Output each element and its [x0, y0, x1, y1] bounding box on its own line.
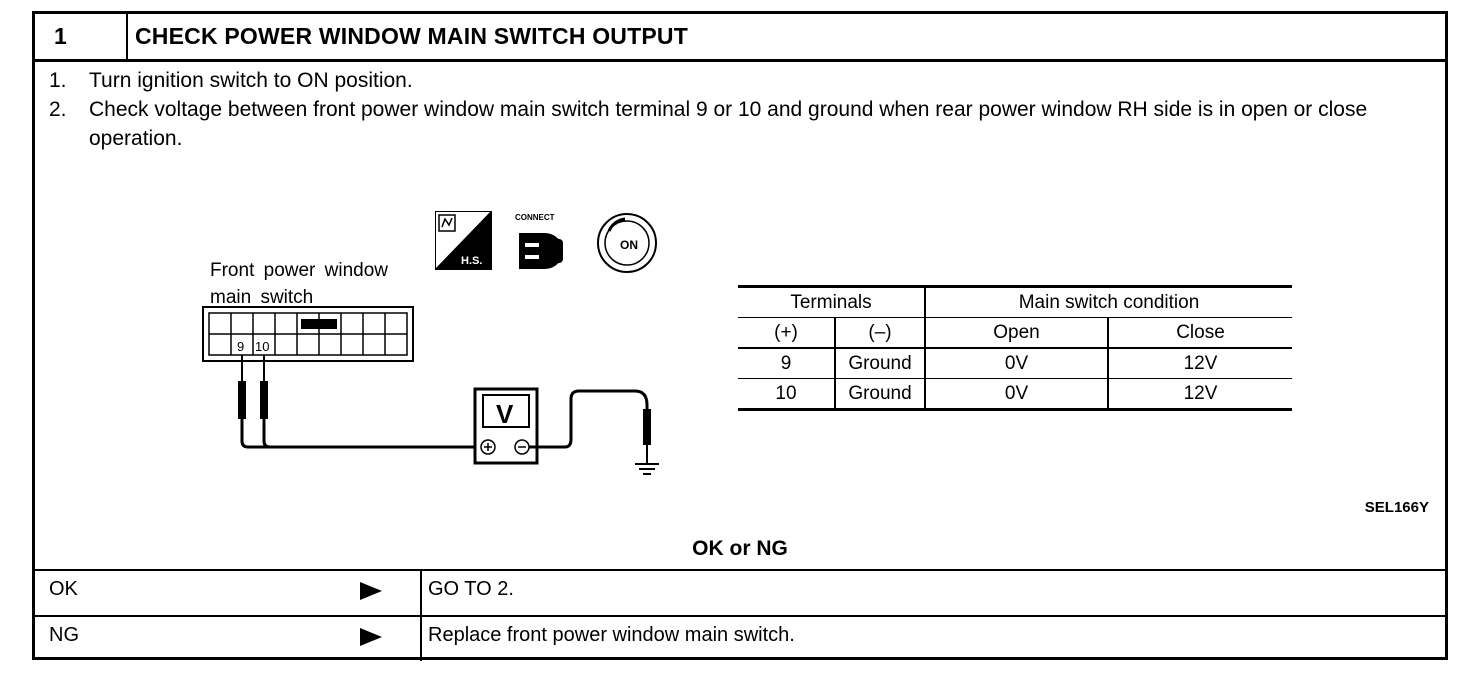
result-ok-action: GO TO 2. [428, 578, 514, 600]
voltmeter: V [473, 387, 539, 465]
connector-diagram: 9 10 [202, 306, 414, 362]
terminal-9-label: 9 [237, 339, 244, 354]
instruction-text: Turn ignition switch to ON position. [89, 69, 413, 92]
row-gap [35, 608, 1445, 615]
result-ok-label: OK [49, 578, 78, 600]
svg-text:ON: ON [620, 238, 638, 252]
table-row: 9 Ground 0V 12V [738, 348, 1292, 379]
cell-close: 12V [1108, 348, 1292, 379]
result-ng-label: NG [49, 624, 79, 646]
result-heading: OK or NG [692, 537, 788, 560]
row-divider [420, 569, 422, 615]
table-header-row: Terminals Main switch condition [738, 286, 1292, 318]
header-condition: Main switch condition [925, 286, 1292, 318]
arrow-right-icon [360, 628, 382, 646]
instruction-number: 2. [49, 98, 67, 121]
procedure-icons: H.S. CONNECT ON [435, 211, 657, 273]
svg-text:CONNECT: CONNECT [515, 213, 555, 222]
cell-plus: 9 [738, 348, 836, 379]
step-number: 1 [35, 14, 128, 59]
figure-code: SEL166Y [1364, 499, 1429, 516]
cell-minus: Ground [835, 378, 926, 410]
switch-label-line1: Front power window [210, 260, 389, 281]
procedure-frame: 1 CHECK POWER WINDOW MAIN SWITCH OUTPUT … [32, 11, 1448, 661]
header-terminals: Terminals [738, 286, 926, 318]
table-row: 10 Ground 0V 12V [738, 378, 1292, 410]
row-divider [420, 615, 422, 661]
row-divider [420, 608, 422, 615]
instruction-item: 2. Check voltage between front power wind… [49, 95, 1439, 153]
subheader-plus: (+) [738, 317, 836, 349]
terminal-table: Terminals Main switch condition (+) (–) … [738, 285, 1292, 411]
step-title: CHECK POWER WINDOW MAIN SWITCH OUTPUT [135, 23, 688, 49]
step-header: 1 CHECK POWER WINDOW MAIN SWITCH OUTPUT [35, 14, 1445, 62]
instruction-text: Check voltage between front power window… [89, 98, 1368, 150]
svg-text:H.S.: H.S. [461, 255, 482, 267]
ground-symbol-icon [635, 463, 659, 475]
ground-lead [529, 389, 651, 464]
terminal-10-label: 10 [255, 339, 269, 354]
connect-icon: CONNECT [515, 213, 563, 269]
instruction-number: 1. [49, 69, 67, 92]
table-subheader-row: (+) (–) Open Close [738, 317, 1292, 349]
instruction-item: 1. Turn ignition switch to ON position. [49, 66, 1439, 95]
circuit-diagram: 9 10 V [202, 306, 659, 475]
meter-letter: V [496, 399, 514, 429]
result-row-ok: OK GO TO 2. [35, 569, 1445, 615]
switch-label: Front power window main switch [210, 257, 388, 311]
hand-scan-icon: H.S. [435, 211, 492, 270]
result-ng-action: Replace front power window main switch. [428, 624, 795, 646]
subheader-minus: (–) [835, 317, 926, 349]
cell-minus: Ground [835, 348, 926, 379]
result-row-ng: NG Replace front power window main switc… [35, 615, 1445, 661]
instruction-list: 1. Turn ignition switch to ON position. 2… [49, 66, 1439, 153]
cell-plus: 10 [738, 378, 836, 410]
cell-close: 12V [1183, 383, 1218, 404]
switch-label-line2: main switch [210, 287, 314, 308]
subheader-open: Open [925, 317, 1109, 349]
cell-open: 0V [925, 378, 1109, 410]
arrow-right-icon [360, 582, 382, 600]
subheader-close: Close [1108, 317, 1292, 349]
probe-leads [238, 355, 477, 449]
cell-open: 0V [925, 348, 1109, 379]
ignition-on-icon: ON [597, 213, 657, 273]
